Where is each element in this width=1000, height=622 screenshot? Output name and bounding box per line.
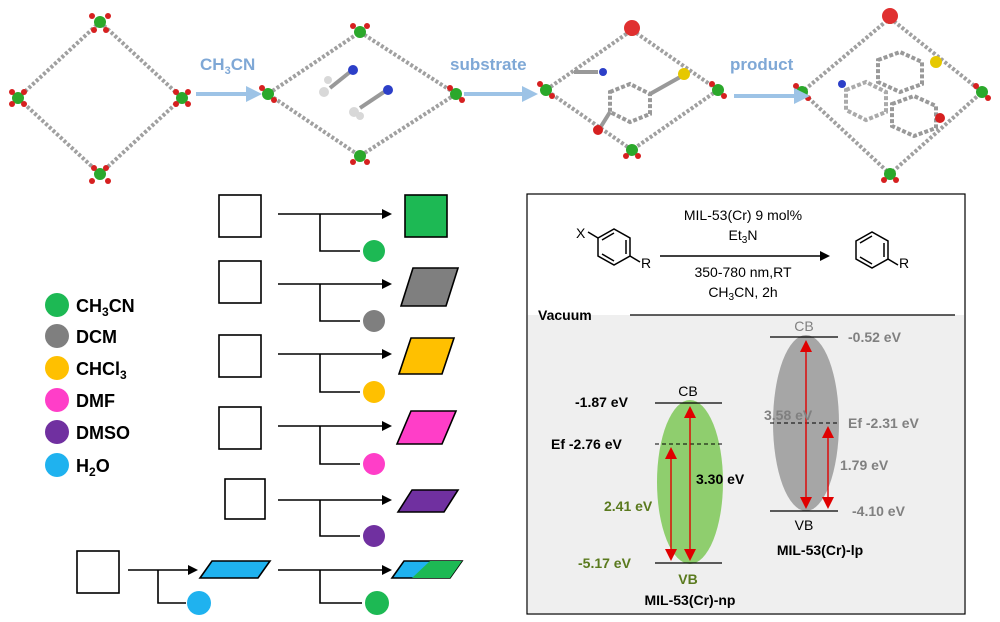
solvent-dot-h2o <box>187 591 211 615</box>
reagent-line-1: MIL-53(Cr) 9 mol% <box>684 207 802 223</box>
lp-ef-gap-value: 1.79 eV <box>840 457 889 473</box>
reagent-line-2: Et3N <box>729 227 758 246</box>
legend-swatch-dmso <box>45 420 69 444</box>
framework-box <box>218 406 262 450</box>
legend-item-dcm: DCM <box>45 324 117 348</box>
np-cb-label: CB <box>678 383 697 399</box>
legend-label-chcl3: CHCl3 <box>76 359 127 382</box>
solvent-dot-ch3cn-2 <box>365 591 389 615</box>
framework-box <box>76 550 120 594</box>
top-arrow-3: product <box>730 55 810 104</box>
np-cb-value: -1.87 eV <box>575 394 629 410</box>
substituent-r-left: R <box>641 255 651 271</box>
band-np: CB VB -1.87 eV Ef -2.76 eV -5.17 eV 3.30… <box>551 383 745 608</box>
legend-item-h2o: H2O <box>45 453 110 479</box>
product-box-dmf <box>395 410 458 445</box>
arrow-label-substrate: substrate <box>450 55 527 74</box>
solvent-dot-dmso <box>363 525 385 547</box>
legend-label-h2o: H2O <box>76 456 110 479</box>
mixed-sheet-overlay <box>412 561 462 578</box>
np-gap-value: 3.30 eV <box>696 471 745 487</box>
scheme-dcm <box>218 260 460 332</box>
legend-item-dmso: DMSO <box>45 420 130 444</box>
solvent-dot-dcm <box>363 310 385 332</box>
right-panel: X R MIL-53(Cr) 9 mol% Et3N 350-780 nm,RT… <box>526 193 966 615</box>
framework-box <box>218 260 262 304</box>
product-benzene <box>855 231 899 269</box>
np-vb-value: -5.17 eV <box>578 555 632 571</box>
lp-cb-label: CB <box>794 318 813 334</box>
band-lp: CB VB -0.52 eV Ef -2.31 eV -4.10 eV 3.58… <box>764 318 919 558</box>
np-vb-label: VB <box>678 571 697 587</box>
vacuum-label: Vacuum <box>538 307 592 323</box>
scheme-chcl3 <box>218 334 456 403</box>
legend-label-dcm: DCM <box>76 327 117 347</box>
legend-label-dmf: DMF <box>76 391 115 411</box>
condition-line-2: CH3CN, 2h <box>708 284 777 303</box>
framework-empty <box>9 13 191 184</box>
substituent-x: X <box>576 225 586 241</box>
framework-substrate <box>537 20 727 159</box>
product-box-dmso <box>396 489 460 513</box>
substituent-r-right: R <box>899 255 909 271</box>
legend-swatch-h2o <box>45 453 69 477</box>
reaction-scheme: X R MIL-53(Cr) 9 mol% Et3N 350-780 nm,RT… <box>576 207 909 303</box>
framework-box <box>218 334 262 378</box>
lp-name: MIL-53(Cr)-lp <box>777 542 863 558</box>
lp-vb-label: VB <box>795 517 814 533</box>
solvent-dot-ch3cn <box>363 240 385 262</box>
solvent-dot-dmf <box>363 453 385 475</box>
lp-ef-label: Ef -2.31 eV <box>848 415 919 431</box>
product-box-dcm <box>399 267 460 307</box>
framework-box <box>224 478 266 520</box>
solvent-legend: CH3CN DCM CHCl3 DMF DMSO H2O <box>45 293 135 479</box>
h2o-sheet <box>198 560 272 579</box>
legend-swatch-ch3cn <box>45 293 69 317</box>
legend-swatch-chcl3 <box>45 356 69 380</box>
framework-product <box>793 8 991 183</box>
scheme-dmso <box>224 478 460 547</box>
np-name: MIL-53(Cr)-np <box>645 592 736 608</box>
legend-swatch-dcm <box>45 324 69 348</box>
scheme-ch3cn <box>218 194 448 262</box>
legend-item-chcl3: CHCl3 <box>45 356 127 382</box>
product-box-ch3cn <box>404 194 448 238</box>
legend-swatch-dmf <box>45 388 69 412</box>
product-box-chcl3 <box>397 337 456 375</box>
scheme-h2o <box>76 550 464 615</box>
np-ef-label: Ef -2.76 eV <box>551 436 622 452</box>
np-ef-gap-value: 2.41 eV <box>604 498 653 514</box>
condition-line-1: 350-780 nm,RT <box>694 264 791 280</box>
legend-label-dmso: DMSO <box>76 423 130 443</box>
legend-item-dmf: DMF <box>45 388 115 412</box>
legend-label-ch3cn: CH3CN <box>76 296 135 319</box>
solvent-dot-chcl3 <box>363 381 385 403</box>
scheme-dmf <box>218 406 458 475</box>
lp-gap-value: 3.58 eV <box>764 407 813 423</box>
legend-item-ch3cn: CH3CN <box>45 293 135 319</box>
lp-cb-value: -0.52 eV <box>848 329 902 345</box>
framework-box <box>218 194 262 238</box>
energy-diagram-bg <box>528 315 964 613</box>
reactant-benzene <box>587 228 641 266</box>
arrow-label-ch3cn: CH3CN <box>200 55 255 77</box>
top-arrow-2: substrate <box>450 55 538 102</box>
top-arrow-1: CH3CN <box>196 55 262 102</box>
framework-ch3cn <box>259 23 465 165</box>
lp-vb-value: -4.10 eV <box>852 503 906 519</box>
arrow-label-product: product <box>730 55 794 74</box>
